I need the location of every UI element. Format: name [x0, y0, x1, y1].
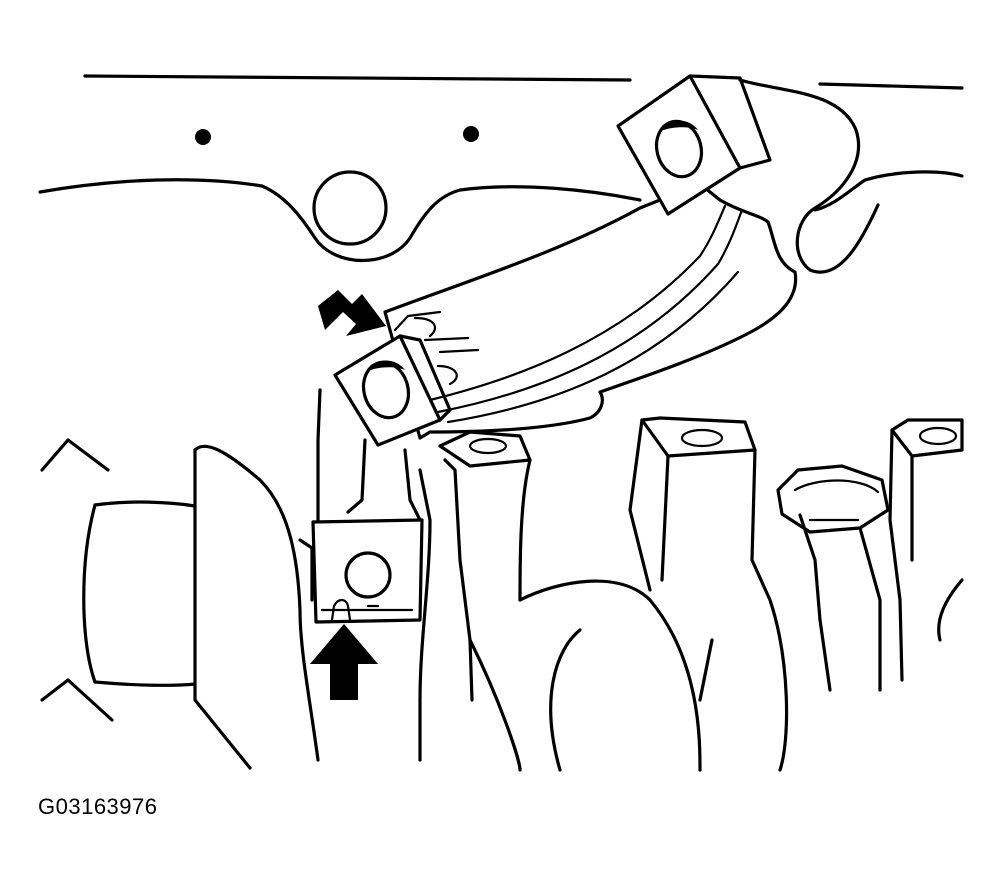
bearing-cap — [333, 74, 798, 447]
connecting-rod-center — [438, 430, 702, 772]
main-cap-right — [888, 418, 964, 682]
main-cap-installed — [311, 388, 432, 762]
arrow-lower-icon — [310, 624, 378, 700]
figure-code-label: G03163976 — [38, 794, 158, 819]
block-dot-right — [463, 126, 479, 142]
block-dot-left — [195, 129, 211, 145]
crankshaft — [40, 438, 320, 770]
arrow-upper-icon — [318, 290, 386, 336]
engine-block — [38, 74, 964, 274]
block-bore-hole — [312, 170, 388, 246]
connecting-rod-right — [628, 416, 890, 772]
